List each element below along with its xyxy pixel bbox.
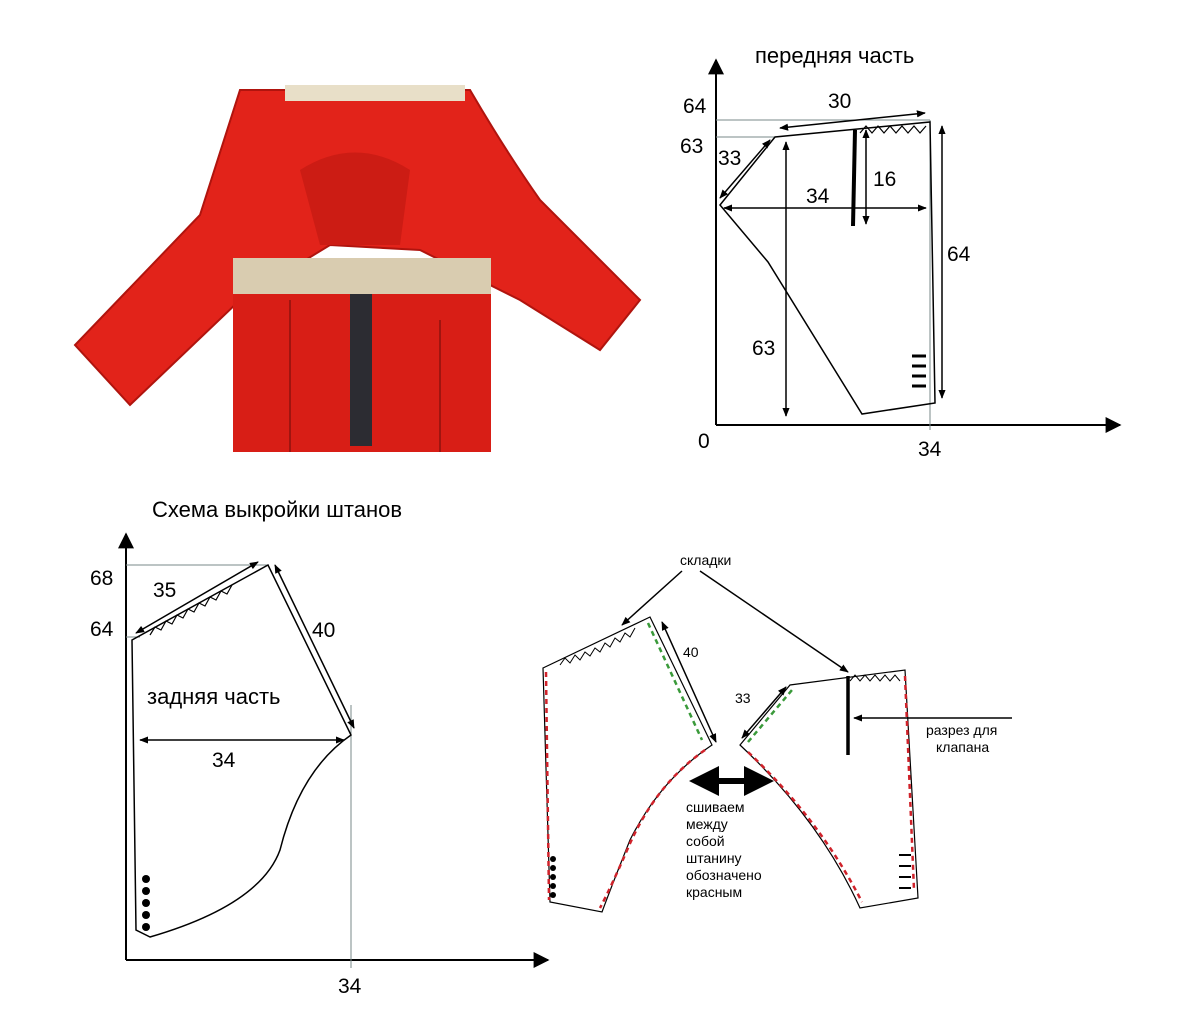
assembly-front-zigzag [849, 674, 901, 682]
front-outline [719, 121, 936, 415]
assembly-back-zigzag [559, 627, 636, 666]
front-dim-16: 16 [873, 168, 896, 191]
assembly-dim-40: 40 [683, 644, 699, 660]
crotch-gusset [300, 152, 410, 245]
front-part-title: передняя часть [755, 43, 914, 68]
front-fly-slit [851, 129, 857, 227]
ruler [350, 294, 372, 446]
back-y-mark-68: 68 [90, 567, 113, 590]
back-x-mark: 34 [338, 975, 362, 998]
scheme-title: Схема выкройки штанов [152, 497, 402, 522]
front-y-mark-64: 64 [683, 95, 707, 118]
back-dim-35: 35 [153, 579, 176, 602]
assembly-arrow-40 [661, 621, 717, 743]
closeup-waistband [233, 258, 491, 294]
assembly-buttons [550, 856, 556, 898]
front-part-pattern: передняя часть 0 34 64 63 30 33 16 34 63… [680, 43, 1122, 461]
front-dim-34: 34 [806, 185, 830, 208]
sew-label: сшиваем между собой штанину обозначено к… [686, 799, 766, 900]
back-y-mark-64: 64 [90, 618, 114, 641]
front-dim-64: 64 [947, 243, 971, 266]
front-arrow-33 [719, 139, 771, 199]
assembly-dim-33: 33 [735, 690, 751, 706]
assembly-diagram: складки 40 33 разрез для клапана [542, 552, 1012, 913]
pleats-arrow-left [621, 570, 683, 626]
back-buttons [142, 875, 150, 931]
back-part-pattern: Схема выкройки штанов 68 64 34 35 40 зад… [90, 497, 550, 998]
front-dim-33: 33 [718, 147, 741, 170]
assembly-front-red-side [903, 675, 916, 891]
pleats-label: складки [680, 552, 731, 568]
front-origin-label: 0 [698, 430, 710, 453]
trousers-photo [73, 85, 642, 452]
front-button-loops [912, 354, 926, 388]
assembly-back-red-seam-inner [598, 748, 706, 909]
front-dim-63: 63 [752, 337, 775, 360]
back-dim-34: 34 [212, 749, 236, 772]
slit-label: разрез для клапана [926, 722, 1001, 755]
waistband [285, 85, 465, 101]
front-x-mark: 34 [918, 438, 942, 461]
front-y-mark-63: 63 [680, 135, 703, 158]
back-arrow-35 [135, 561, 259, 634]
back-outline [131, 563, 352, 938]
assembly-arrow-33 [741, 686, 787, 739]
back-dim-40: 40 [312, 619, 335, 642]
back-part-title: задняя часть [147, 684, 280, 709]
assembly-front-green-seam [747, 689, 793, 743]
assembly-front-loops [899, 854, 911, 889]
pleats-arrow-right [699, 570, 849, 673]
front-dim-30: 30 [828, 90, 851, 113]
assembly-front-leg [739, 669, 919, 909]
assembly-back-green-seam [646, 622, 704, 741]
front-zigzag [859, 125, 927, 134]
back-arrow-40 [274, 564, 355, 729]
front-arrow-30 [779, 110, 926, 131]
assembly-back-red-seam [544, 671, 551, 901]
